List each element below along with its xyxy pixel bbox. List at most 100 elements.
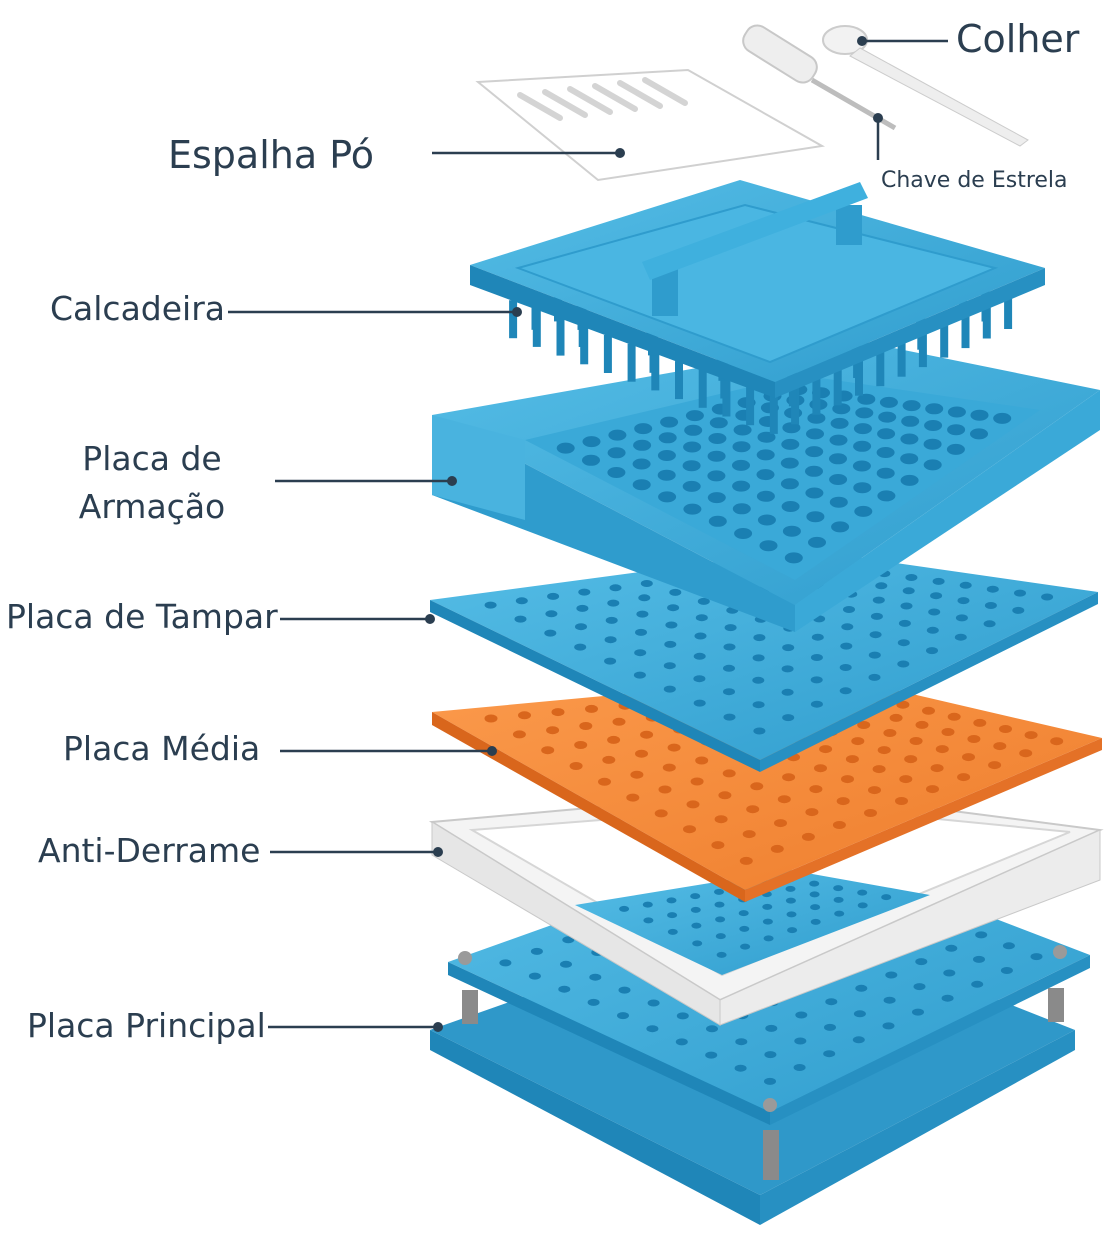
label-placa-principal: Placa Principal — [27, 1006, 266, 1045]
middle-plate-hole — [883, 729, 897, 737]
main-plate-hole — [885, 971, 898, 979]
cap-plate-hole — [669, 588, 682, 596]
tray-hole — [780, 478, 799, 490]
frame-hole — [809, 880, 820, 887]
tray-hole — [853, 482, 872, 494]
cap-plate-hole — [634, 649, 647, 657]
tray-hole — [970, 428, 988, 440]
middle-plate-hole — [841, 775, 854, 784]
cap-plate-hole — [843, 606, 855, 613]
spoon — [822, 25, 1029, 147]
tray-hole — [732, 441, 751, 453]
cap-plate-hole — [840, 642, 853, 650]
frame-hole — [692, 940, 703, 947]
frame-hole — [667, 928, 678, 935]
cap-plate-hole — [955, 614, 968, 622]
cap-plate-hole — [693, 652, 706, 660]
cap-plate-hole — [900, 602, 913, 610]
frame-hole — [809, 891, 820, 898]
middle-plate-hole — [814, 764, 827, 773]
middle-plate-hole — [683, 825, 696, 834]
cap-plate-hole — [664, 640, 677, 648]
middle-plate-hole — [714, 815, 728, 824]
main-plate-hole — [1000, 967, 1013, 974]
main-plate-hole — [765, 1024, 778, 1032]
tamper-pin — [531, 291, 540, 330]
middle-plate-hole — [899, 775, 913, 784]
middle-plate-hole — [962, 753, 975, 762]
cap-plate-hole — [607, 599, 620, 607]
frame-hole — [691, 922, 702, 929]
middle-plate-hole — [690, 777, 704, 786]
middle-plate-hole — [711, 841, 725, 850]
tray-hole — [923, 438, 942, 450]
tray-hole — [831, 521, 850, 533]
main-plate-hole — [589, 973, 602, 981]
tray-hole — [734, 528, 753, 539]
middle-plate-hole — [805, 808, 819, 817]
tray-hole — [829, 434, 848, 446]
cap-plate-hole — [604, 657, 617, 665]
tray-hole — [781, 438, 800, 450]
main-plate-hole — [587, 998, 600, 1006]
middle-plate-hole — [777, 795, 791, 804]
label-placa-de-armacao-line2: Armação — [78, 487, 226, 526]
middle-plate-hole — [667, 743, 681, 752]
cap-plate-hole — [752, 676, 765, 684]
frame-hole — [785, 897, 796, 904]
middle-plate-hole — [801, 832, 815, 841]
tray-hole — [878, 411, 897, 423]
main-plate-hole — [795, 1011, 808, 1019]
cap-plate-hole — [515, 597, 528, 605]
main-plate-hole — [735, 1038, 748, 1046]
cap-plate-hole — [576, 604, 589, 612]
tray-hole — [657, 450, 676, 461]
cap-plate-hole — [869, 631, 882, 639]
middle-plate-hole — [746, 805, 760, 814]
main-plate-hole — [528, 972, 541, 980]
frame-hole — [690, 893, 701, 900]
cap-plate-hole — [693, 699, 706, 707]
tray-hole — [780, 457, 799, 469]
frame-hole — [810, 904, 821, 911]
tamper-pin — [627, 343, 636, 382]
middle-plate-hole — [654, 809, 668, 818]
frame-hole — [716, 951, 727, 958]
main-plate-hole — [1030, 953, 1043, 961]
tray-hole — [759, 540, 778, 552]
tray-hole — [633, 439, 652, 451]
tray-hole — [733, 424, 752, 436]
cap-plate-hole — [753, 634, 766, 642]
tray-hole — [657, 469, 676, 481]
tamper-pin — [769, 395, 778, 434]
cap-plate-hole — [695, 614, 708, 622]
cap-plate-hole — [870, 612, 883, 620]
cap-plate-hole — [575, 623, 587, 631]
main-plate-hole — [975, 931, 988, 939]
middle-plate-hole — [722, 769, 736, 778]
tray-hole — [582, 436, 601, 448]
main-plate-hole — [882, 1022, 895, 1030]
middle-plate-hole — [695, 756, 709, 765]
tray-hole — [632, 479, 651, 491]
label-chave-de-estrela: Chave de Estrela — [881, 168, 1068, 193]
tray-hole — [808, 536, 826, 548]
frame-hole — [715, 916, 726, 923]
cap-plate-hole — [810, 654, 823, 661]
middle-plate-hole — [518, 711, 531, 720]
middle-plate-hole — [926, 785, 939, 794]
cap-plate-hole — [986, 585, 999, 593]
tray-hole — [807, 412, 826, 424]
cap-plate-hole — [898, 619, 911, 627]
middle-plate-hole — [512, 730, 526, 739]
tray-hole — [708, 515, 727, 527]
main-plate-hole — [915, 958, 928, 966]
middle-plate-hole — [546, 726, 560, 735]
cap-plate-hole — [545, 610, 558, 618]
tamper — [470, 180, 1045, 434]
cap-plate-hole — [514, 615, 527, 623]
cap-plate-hole — [781, 688, 794, 696]
main-plate-hole — [941, 994, 954, 1002]
frame-hole — [857, 889, 868, 896]
tray-hole — [658, 491, 677, 503]
